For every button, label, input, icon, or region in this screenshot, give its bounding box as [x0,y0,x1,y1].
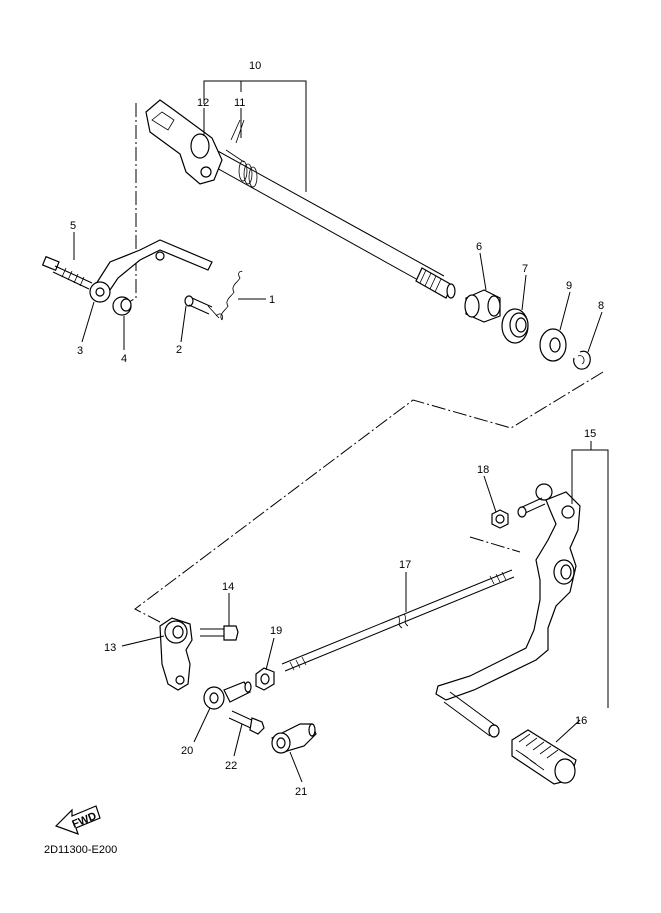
pedal-bolt [517,483,553,518]
callout-10: 10 [249,60,261,72]
callout-labels: 10 12 11 5 1 3 4 2 6 7 9 8 15 18 17 14 1… [70,60,604,798]
fwd-arrow-icon: FWD [54,805,101,835]
callout-18: 18 [477,464,489,476]
shift-rod-17 [281,569,515,672]
callout-16: 16 [575,715,587,727]
stopper-lever-group [41,239,243,321]
bolt-2 [184,295,213,315]
shift-arm-13 [159,617,193,691]
spring-1 [207,270,243,321]
washer-9 [539,328,567,362]
oil-seal-7 [501,308,529,344]
collar-4 [112,296,132,316]
callout-21: 21 [295,786,307,798]
callout-9: 9 [566,280,572,292]
callout-17: 17 [399,559,411,571]
callout-14: 14 [222,581,234,593]
rod-end-21 [271,723,317,754]
lower-linkage-group [159,617,317,754]
callout-8: 8 [598,300,604,312]
bolt-5 [41,255,93,290]
callout-4: 4 [121,353,127,365]
nut-19 [255,667,275,691]
callout-13: 13 [104,642,116,654]
bolt-22 [228,710,265,735]
callout-2: 2 [176,344,182,356]
callout-15: 15 [584,428,596,440]
circlip-8 [573,350,591,370]
callout-6: 6 [476,241,482,253]
fwd-label: FWD [71,810,99,831]
torsion-spring [225,119,258,188]
callout-19: 19 [270,625,282,637]
callout-3: 3 [77,345,83,357]
callout-12: 12 [197,97,209,109]
shaft-spline-end [415,267,456,299]
shift-pedal-group [435,483,581,785]
diagram-code: 2D11300-E200 [44,844,117,856]
callout-20: 20 [181,745,193,757]
shift-arm [145,99,223,185]
shaft-seal-group [464,289,591,370]
boundary-lines [114,103,604,623]
shift-shaft [145,99,456,299]
nut-18 [491,509,509,529]
callout-22: 22 [225,760,237,772]
rod-end-20 [203,681,252,710]
leader-lines [73,80,609,783]
bolt-14 [200,625,239,641]
callout-11: 11 [234,97,245,109]
pedal-rubber-16 [511,729,577,785]
callout-7: 7 [522,263,528,275]
callout-5: 5 [70,220,76,232]
callout-1: 1 [269,294,275,306]
collar-6 [464,289,501,323]
